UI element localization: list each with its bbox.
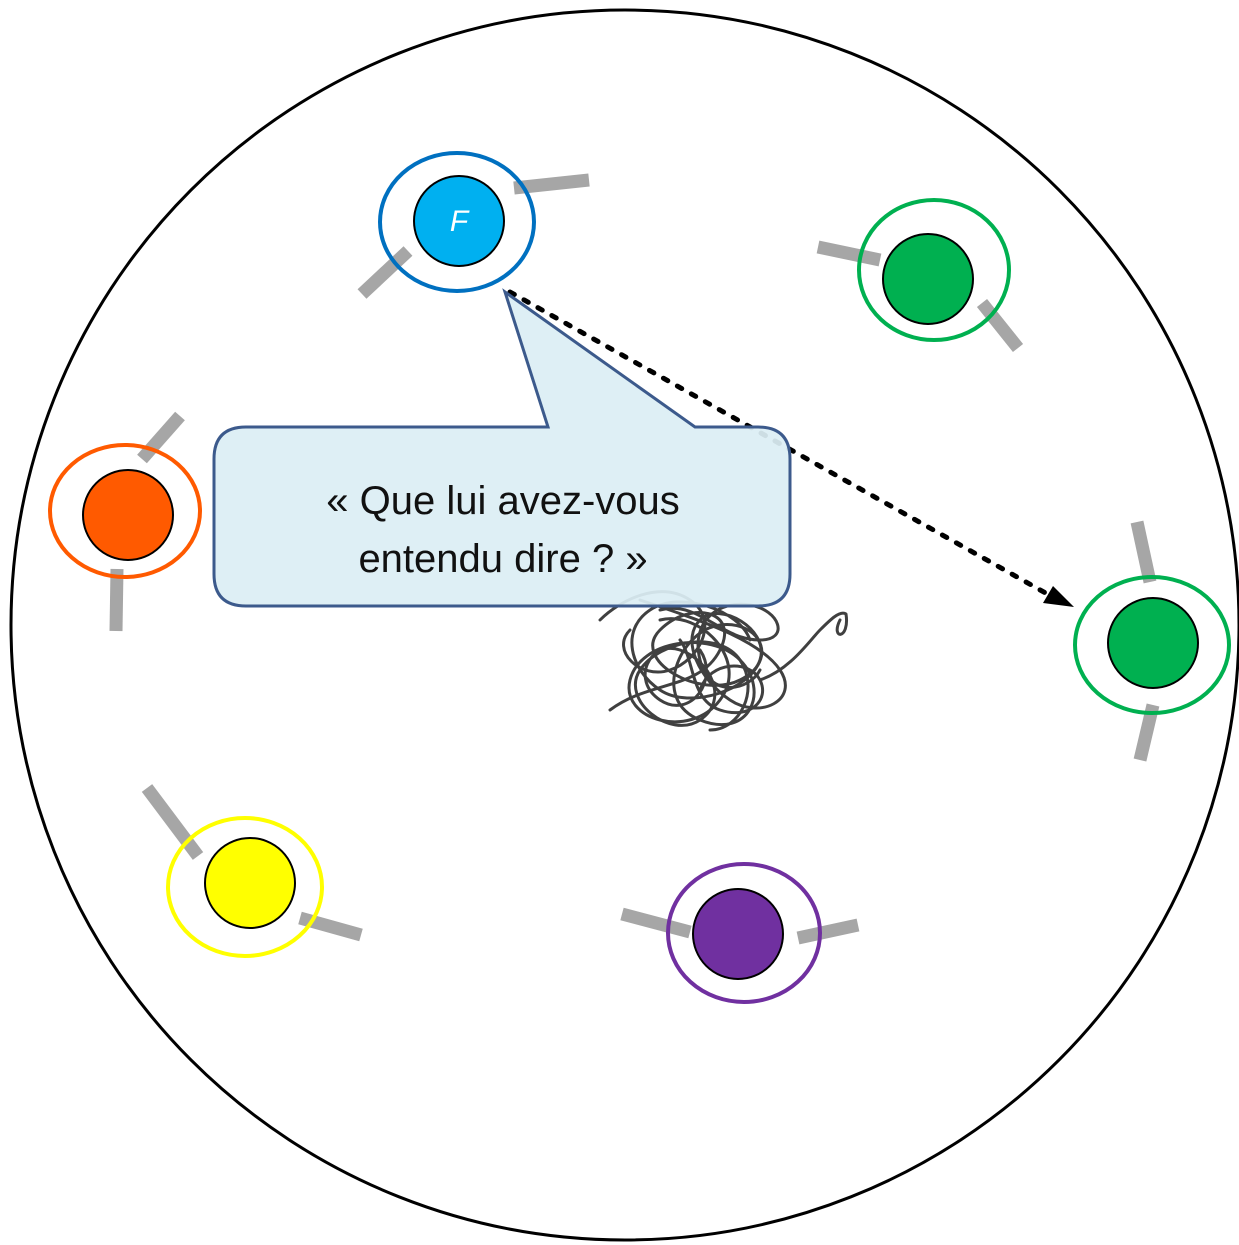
body: [204, 837, 296, 929]
ring: [666, 862, 822, 1004]
ring: [166, 816, 324, 958]
participant-orange: [48, 411, 202, 632]
body: [82, 469, 174, 561]
participant-speaker: F: [357, 151, 590, 299]
tether: [1130, 520, 1157, 584]
tether: [976, 298, 1024, 353]
tether: [513, 173, 590, 195]
tether: [137, 411, 185, 464]
speaker-label: F: [450, 205, 470, 238]
ring: [48, 443, 202, 579]
speech-callout-shape: [212, 288, 792, 608]
participant-green-top: [816, 198, 1024, 353]
body: [692, 888, 784, 980]
tether: [816, 240, 882, 267]
body: [413, 175, 505, 267]
participant-green-right: [1073, 520, 1231, 762]
dotted-arrow: [507, 289, 1074, 607]
tether: [796, 918, 860, 945]
arena-circle: [9, 8, 1239, 1242]
participant-yellow: [141, 784, 363, 958]
ring: [378, 151, 536, 293]
body: [1107, 597, 1199, 689]
tether: [109, 568, 124, 632]
participant-purple: [620, 862, 860, 1004]
body: [882, 233, 974, 325]
ring: [857, 198, 1011, 342]
tether: [141, 784, 204, 860]
tether: [620, 907, 692, 939]
tether: [357, 246, 413, 299]
ring: [1073, 575, 1231, 715]
